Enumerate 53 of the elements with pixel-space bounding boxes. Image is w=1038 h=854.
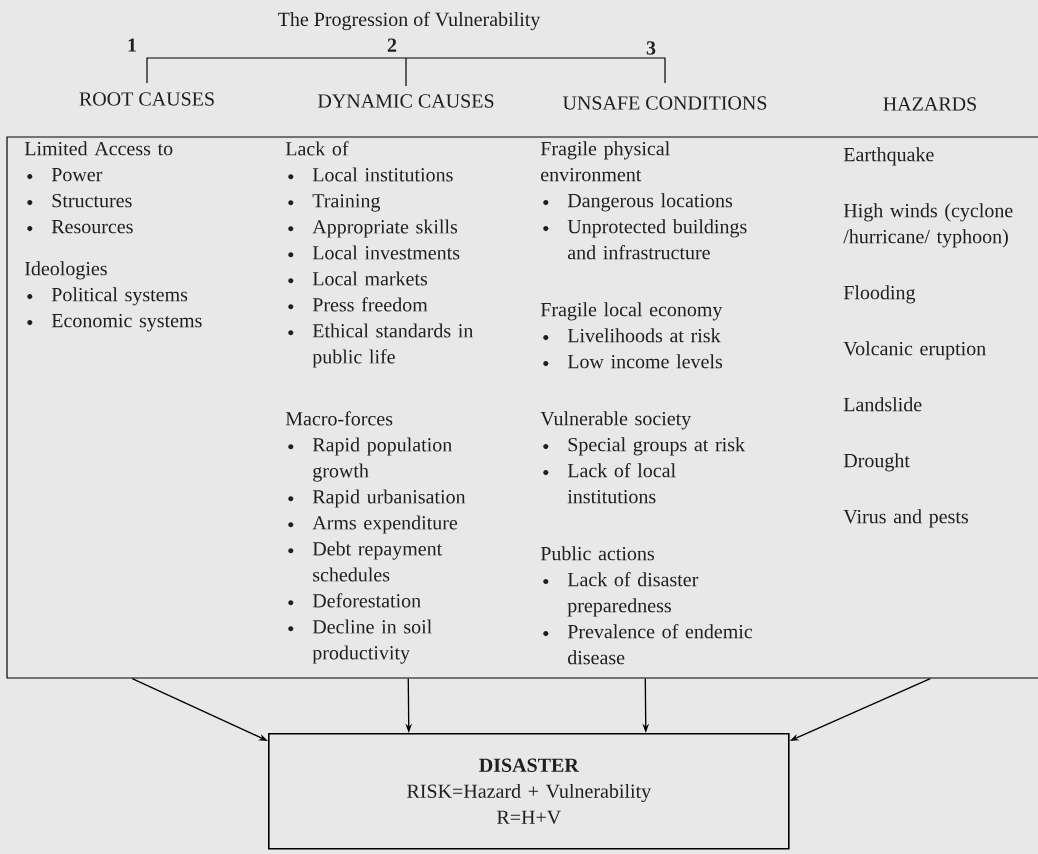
step-number: 3	[646, 41, 656, 55]
node-label: Power	[51, 168, 103, 182]
node-label: Rapid urbanisation	[312, 489, 466, 508]
node-label: Dangerous locations	[567, 193, 733, 212]
result-box: DISASTER RISK=Hazard + Vulnerability R=H+V	[268, 733, 790, 850]
node-label: Low income levels	[567, 354, 723, 369]
title: The Progression of Vulnerability	[278, 11, 541, 31]
node-label: Structures	[52, 193, 132, 208]
node-label: Political systems	[51, 287, 188, 306]
node-label: Local institutions	[312, 167, 453, 182]
bullet-list: Limited Access to Power Structures Resources	[24, 141, 173, 234]
node-label: Decline in soil productivity	[312, 619, 432, 664]
node-label: Fragile physical environment	[540, 141, 670, 182]
node-label: Local investments	[312, 245, 460, 260]
bullet-list: Fragile physical environment Dangerous locations Unprotected buildings and infrastructure	[540, 141, 747, 260]
column-heading: HAZARDS	[883, 97, 976, 111]
bullet-list: Vulnerable society Special groups at risk Lack of local institutions	[540, 411, 745, 504]
node-label: Economic systems	[51, 313, 202, 332]
node-label: Lack of	[285, 141, 349, 156]
node-label: Special groups at risk	[568, 437, 746, 456]
bullet-list: Lack of Local institutions Training Appropriate skills Local investments Local markets Press freedom Ethical standards in public life	[285, 141, 474, 368]
node-label: Deforestation	[312, 593, 421, 608]
column-heading: UNSAFE CONDITIONS	[562, 96, 767, 110]
bullet-list: Ideologies Political systems Economic systems	[25, 261, 202, 332]
node-label: Debt repayment schedules	[312, 541, 443, 582]
node-label: Local markets	[312, 271, 428, 286]
node-label: Vulnerable society	[540, 411, 692, 430]
node-label: Fragile local economy	[540, 302, 723, 321]
bullet-list: Macro-forces Rapid population growth Rapid urbanisation Arms expenditure Debt repayment schedules Deforestation Decline in soil productivity	[285, 411, 466, 664]
hazard-list: Earthquake High winds (cyclone /hurricane/ typhoon) Flooding Volcanic eruption Landslide Drought Virus and pests	[843, 147, 1013, 528]
bullet-list: Fragile local economy Livelihoods at risk Low income levels	[540, 302, 723, 369]
node-label: Public actions	[540, 546, 654, 561]
node-label: Appropriate skills	[312, 219, 458, 238]
node-label: Prevalence of endemic disease	[567, 624, 753, 665]
node-label: Resources	[51, 220, 133, 234]
node-label: Rapid population growth	[312, 437, 452, 482]
step-number: 2	[387, 38, 397, 52]
node-label: Arms expenditure	[312, 515, 458, 534]
node-label: Livelihoods at risk	[567, 328, 721, 343]
node-label: Lack of local institutions	[567, 463, 676, 504]
frame	[6, 136, 1038, 679]
column-heading: ROOT CAUSES	[79, 92, 214, 106]
bullet-list: Public actions Lack of disaster preparedness Prevalence of endemic disease	[540, 546, 753, 665]
column-heading: DYNAMIC CAUSES	[317, 94, 494, 108]
step-number: 1	[128, 38, 136, 52]
node-label: Press freedom	[312, 297, 428, 312]
node-label: Unprotected buildings and infrastructure	[567, 219, 747, 260]
node-label: Training	[312, 194, 381, 212]
node-label: Lack of disaster preparedness	[567, 572, 699, 617]
node-label: Ethical standards in public life	[312, 323, 474, 368]
node-label: Limited Access to	[24, 141, 173, 156]
node-label: Ideologies	[25, 261, 107, 280]
node-label: Macro-forces	[285, 411, 393, 426]
